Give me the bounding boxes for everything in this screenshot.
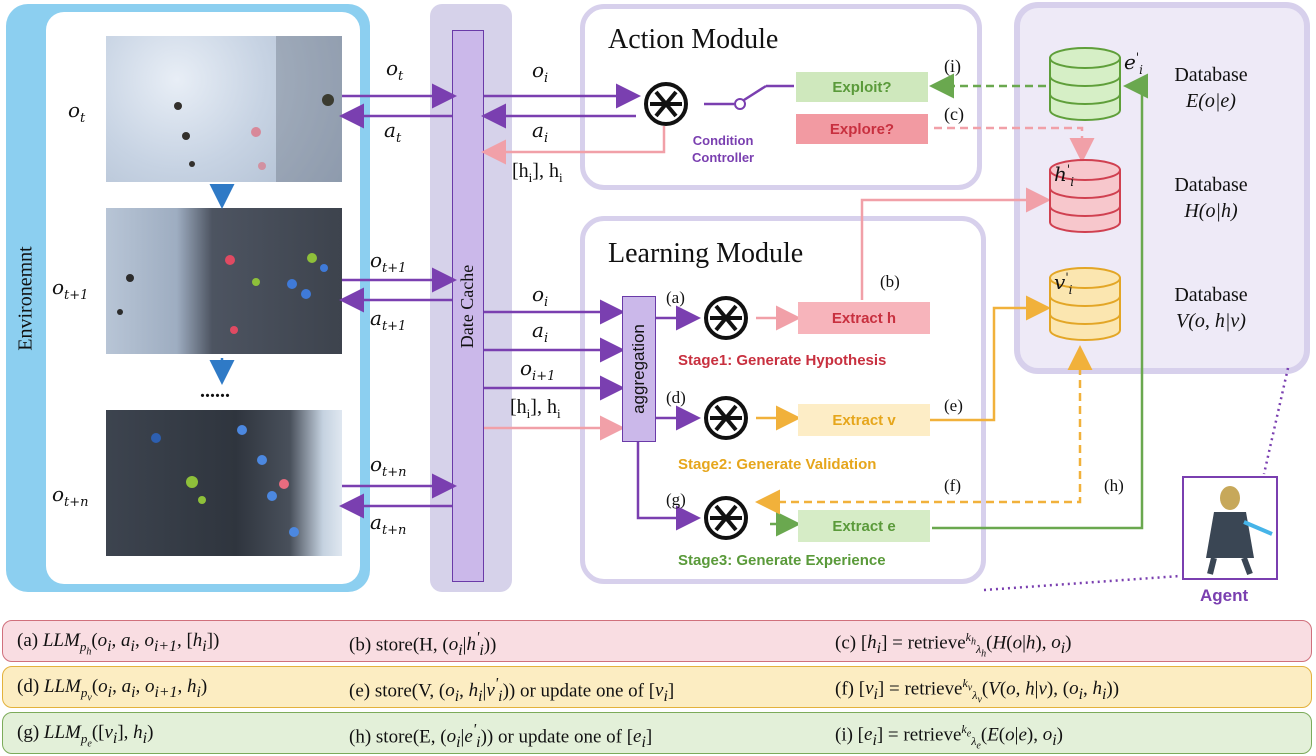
extract-v-box: Extract v <box>798 404 930 436</box>
explore-box: Explore? <box>796 114 928 144</box>
database-h-icon <box>1049 159 1121 233</box>
legend-a: (a) LLMph(oi, ai, oi+1, [hi]) <box>17 630 220 658</box>
frame-screenshot-t1 <box>106 208 342 354</box>
stage2-label: Stage2: Generate Validation <box>678 456 877 473</box>
legend-row-experience: (g) LLMpe([vi], hi) (h) store(E, (oi|e'i… <box>2 712 1312 754</box>
agent-character-icon <box>1206 486 1273 576</box>
frame-screenshot-t <box>106 36 342 182</box>
frame-label-t1: ot+1 <box>52 275 89 303</box>
extract-e-box: Extract e <box>798 510 930 542</box>
marker-d: (d) <box>666 388 686 407</box>
stage3-label: Stage3: Generate Experience <box>678 552 886 569</box>
marker-f: (f) <box>944 476 961 495</box>
frame-ellipsis: ...... <box>200 380 230 402</box>
openai-icon-stage3 <box>704 496 748 540</box>
marker-h: (h) <box>1104 476 1124 495</box>
legend-row-hypothesis: (a) LLMph(oi, ai, oi+1, [hi]) (b) store(… <box>2 620 1312 662</box>
learn-input-next-obs: oi+1 <box>520 356 556 384</box>
marker-g: (g) <box>666 490 686 509</box>
marker-c: (c) <box>944 104 964 124</box>
extract-h-box: Extract h <box>798 302 930 334</box>
learning-module-title: Learning Module <box>608 238 804 269</box>
agent-label: Agent <box>1200 586 1249 605</box>
frame-label-tn: ot+n <box>52 482 89 510</box>
openai-icon-stage1 <box>704 296 748 340</box>
aggregation-box: aggregation <box>622 296 656 442</box>
marker-b: (b) <box>880 272 900 291</box>
legend-i: (i) [ei] = retrievekeλe(E(o|e), oi) <box>835 722 1063 752</box>
legend-f: (f) [vi] = retrievekvλv(V(o, h|v), (oi, … <box>835 676 1120 706</box>
env-act-label-tn: at+n <box>370 510 407 538</box>
env-act-label-t1: at+1 <box>370 306 407 334</box>
legend-d: (d) LLMpv(oi, ai, oi+1, hi) <box>17 676 208 704</box>
legend-row-validation: (d) LLMpv(oi, ai, oi+1, hi) (e) store(V,… <box>2 666 1312 708</box>
openai-icon-action <box>644 82 688 126</box>
database-e-icon <box>1049 47 1121 121</box>
legend-g: (g) LLMpe([vi], hi) <box>17 722 154 750</box>
action-act-label: ai <box>532 118 549 146</box>
legend-h: (h) store(E, (oi|e'i)) or update one of … <box>349 722 653 752</box>
env-obs-label-tn: ot+n <box>370 452 407 480</box>
exploit-box: Exploit? <box>796 72 928 102</box>
db-e-var: e'i <box>1124 50 1143 77</box>
env-obs-label-t1: ot+1 <box>370 248 407 276</box>
connection-arrows <box>209 73 1290 592</box>
frame-screenshot-tn <box>106 410 342 556</box>
action-hyp-label: [hi], hi <box>512 160 563 185</box>
marker-e: (e) <box>944 396 963 415</box>
action-module-title: Action Module <box>608 24 779 55</box>
learn-input-hyp: [hi], hi <box>510 396 561 421</box>
agent-image-frame <box>1182 476 1278 580</box>
db-h-var: h'i <box>1054 162 1075 189</box>
marker-a: (a) <box>666 288 685 307</box>
db-v-var: v'i <box>1054 270 1073 297</box>
env-obs-label-t: ot <box>386 56 404 84</box>
learn-input-act: ai <box>532 318 549 346</box>
marker-i: (i) <box>944 56 961 76</box>
date-cache: Date Cache <box>452 30 484 582</box>
legend-e: (e) store(V, (oi, hi|v'i)) or update one… <box>349 676 675 706</box>
database-v-icon <box>1049 267 1121 341</box>
env-act-label-t: at <box>384 118 402 146</box>
action-obs-label: oi <box>532 58 549 86</box>
stage1-label: Stage1: Generate Hypothesis <box>678 352 887 369</box>
frame-label-t: ot <box>68 98 86 126</box>
legend-c: (c) [hi] = retrievekhλh(H(o|h), oi) <box>835 630 1072 660</box>
legend-b: (b) store(H, (oi|h'i)) <box>349 630 497 660</box>
learn-input-obs: oi <box>532 282 549 310</box>
openai-icon-stage2 <box>704 396 748 440</box>
